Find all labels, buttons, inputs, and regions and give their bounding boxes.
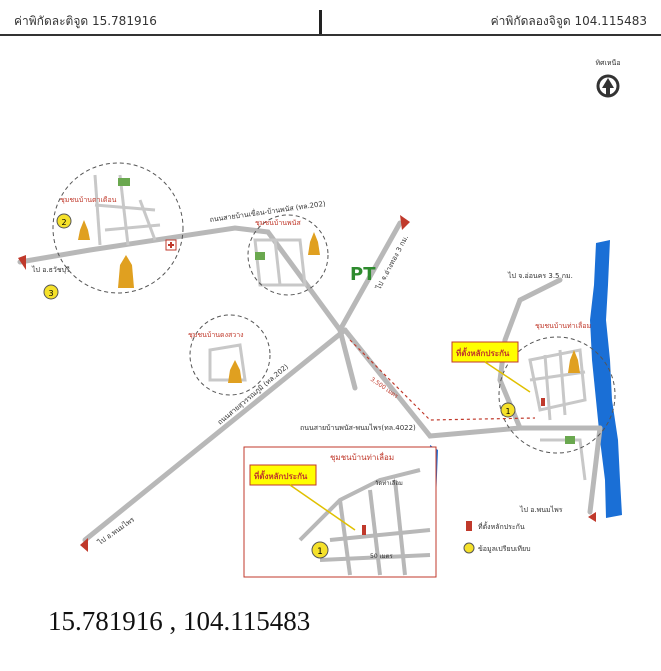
community-mid-label: ชุมชนบ้านพนัส [255,219,301,227]
inset-temple-label: วัดท่าเลื่อม [375,479,403,487]
direction-arrows [18,215,596,552]
project-callout: ที่ตั้งหลักประกัน [451,341,531,393]
inset-distance: 50 เมตร [370,553,393,560]
legend-project: ที่ตั้งหลักประกัน [478,520,525,531]
legend: ที่ตั้งหลักประกัน ข้อมูลเปรียบเทียบ [463,520,531,554]
location-map: ทิศเหนือ [17,59,622,578]
coordinates-footer: 15.781916 , 104.115483 [48,606,311,636]
coordinate-header: ค่าพิกัดละติจูด 15.781916 ค่าพิกัดลองจิจ… [0,0,661,36]
latitude-label: ค่าพิกัดละติจูด 15.781916 [14,14,157,28]
river [590,240,622,518]
to-west-label: ไป อ.ธวัชบุรี [31,265,70,274]
route-line [349,339,536,421]
community-circles [52,162,616,454]
inset-map: ที่ตั้งหลักประกัน ชุมชนบ้านท่าเลื่อม วัด… [243,446,437,578]
north-label: ทิศเหนือ [595,59,620,67]
legend-point: ข้อมูลเปรียบเทียบ [478,545,531,553]
inset-project-label: ที่ตั้งหลักประกัน [254,470,308,481]
marker-2: 2 [61,218,66,227]
community-south-label: ชุมชนบ้านดงสวาง [188,331,244,339]
marker-1: 1 [505,407,510,416]
longitude-label: ค่าพิกัดลองจิจูด 104.115483 [490,14,647,28]
to-south-label: ไป อ.พนมไพร [519,505,563,514]
to-southwest-label: ไป อ.พนมไพร [95,515,136,547]
minor-roads [93,174,587,481]
hospital-icon [165,239,177,251]
header-divider [319,10,322,34]
to-east-north-label: ไป จ.อ่อนคร 3.5 กม. [507,271,573,280]
inset-marker-1: 1 [317,547,323,557]
community-west-label: ชุมชนบ้านตาเดือน [60,196,117,204]
north-arrow-icon [596,74,620,98]
community-main-label: ชุมชนบ้านท่าเลื่อม [535,321,591,330]
building-icons [118,178,575,444]
road-network [17,220,603,543]
marker-points: 2 3 1 [43,213,545,418]
project-label: ที่ตั้งหลักประกัน [456,347,510,358]
svg-text:PT: PT [350,264,376,285]
inset-community-label: ชุมชนบ้านท่าเลื่อม [330,451,394,462]
road-east-label: ถนนสายบ้านพนัส-พนมไพร(ทล.4022) [300,423,416,432]
marker-3: 3 [48,289,53,298]
gas-station-icon: PT [350,264,376,285]
